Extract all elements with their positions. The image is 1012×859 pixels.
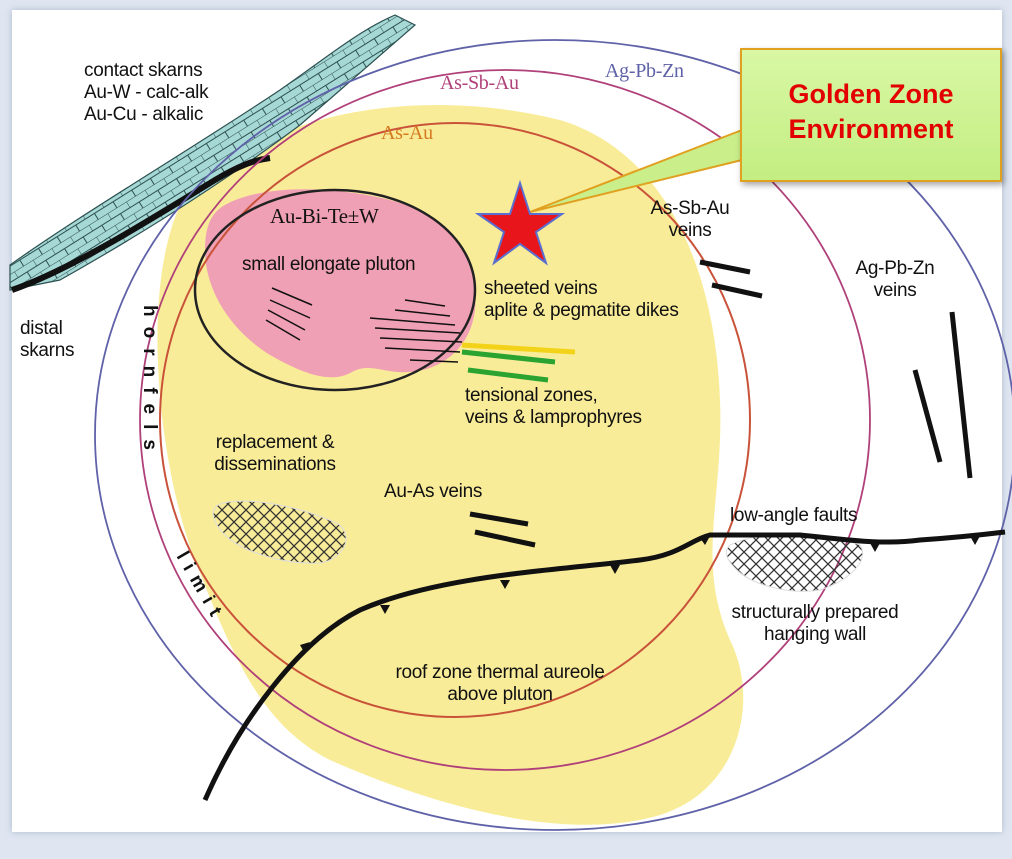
distal-skarns-line-1: distal: [20, 318, 74, 340]
ag-pb-zn-veins-label: Ag-Pb-Zn veins: [840, 258, 950, 302]
fault-hatch: [726, 534, 862, 592]
hornfels-label: hornfels: [138, 305, 160, 460]
contact-skarns-line-1: contact skarns: [84, 60, 208, 82]
contact-skarns-label: contact skarns Au-W - calc-alk Au-Cu - a…: [84, 60, 208, 126]
callout-line-1: Golden Zone: [742, 77, 1000, 112]
golden-zone-callout: Golden Zone Environment: [740, 48, 1002, 182]
zone-label-au-bi-te-w: Au-Bi-Te±W: [270, 205, 379, 227]
au-as-veins-label: Au-As veins: [384, 481, 482, 503]
zone-label-ag-pb-zn: Ag-Pb-Zn: [605, 60, 684, 82]
replacement-line-2: disseminations: [190, 454, 360, 476]
sheeted-veins-line-2: aplite & pegmatite dikes: [484, 300, 679, 322]
as-sb-au-veins-line-1: As-Sb-Au: [640, 198, 740, 220]
sheeted-veins-label: sheeted veins aplite & pegmatite dikes: [484, 278, 679, 322]
replacement-line-1: replacement &: [190, 432, 360, 454]
as-sb-au-veins-label: As-Sb-Au veins: [640, 198, 740, 242]
as-sb-au-vein-marks: [700, 262, 762, 296]
zone-label-as-sb-au: As-Sb-Au: [440, 72, 519, 94]
low-angle-faults-label: low-angle faults: [730, 505, 857, 527]
tensional-line-2: veins & lamprophyres: [465, 407, 642, 429]
sheeted-veins-line-1: sheeted veins: [484, 278, 679, 300]
distal-skarns-label: distal skarns: [20, 318, 74, 362]
zone-label-as-au: As-Au: [381, 122, 433, 144]
tensional-zones-label: tensional zones, veins & lamprophyres: [465, 385, 642, 429]
contact-skarns-line-2: Au-W - calc-alk: [84, 82, 208, 104]
ag-pb-zn-veins-line-1: Ag-Pb-Zn: [840, 258, 950, 280]
roof-zone-label: roof zone thermal aureole above pluton: [380, 662, 620, 706]
ag-pb-zn-vein-marks: [915, 312, 970, 478]
hanging-wall-label: structurally prepared hanging wall: [710, 602, 920, 646]
roof-zone-line-1: roof zone thermal aureole: [380, 662, 620, 684]
distal-skarns-line-2: skarns: [20, 340, 74, 362]
contact-skarns-line-3: Au-Cu - alkalic: [84, 104, 208, 126]
hanging-wall-line-2: hanging wall: [710, 624, 920, 646]
as-sb-au-veins-line-2: veins: [640, 220, 740, 242]
hanging-wall-line-1: structurally prepared: [710, 602, 920, 624]
replacement-label: replacement & disseminations: [190, 432, 360, 476]
ag-pb-zn-veins-line-2: veins: [840, 280, 950, 302]
tensional-line-1: tensional zones,: [465, 385, 642, 407]
pluton-label: small elongate pluton: [242, 254, 415, 276]
callout-line-2: Environment: [742, 112, 1000, 147]
roof-zone-line-2: above pluton: [380, 684, 620, 706]
